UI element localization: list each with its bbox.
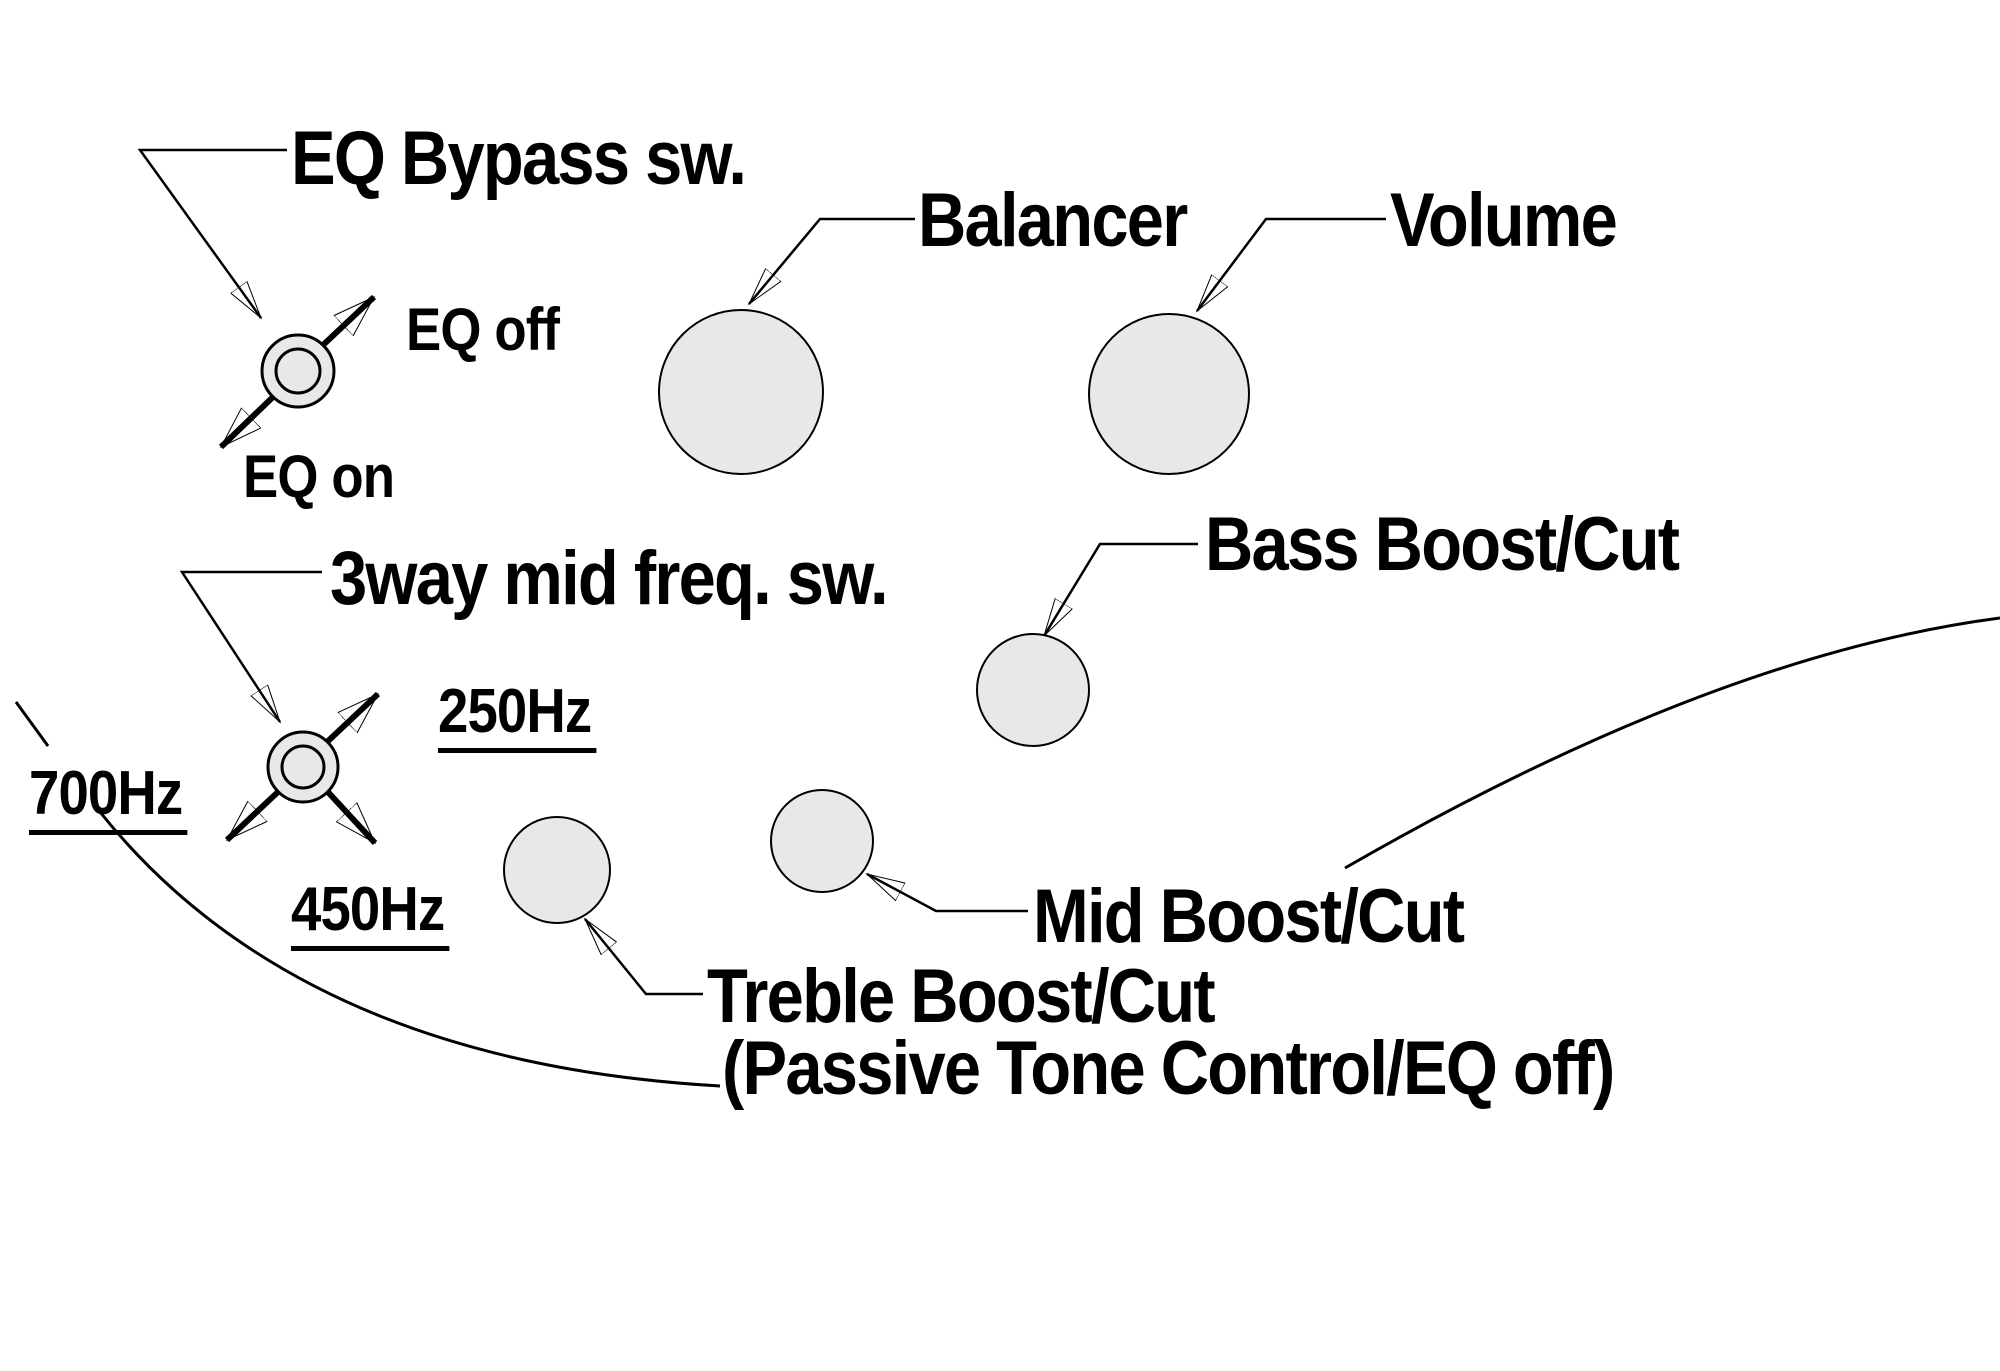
- eq-off-direction-arrow: [319, 294, 377, 349]
- treble-boost-cut-note-label: (Passive Tone Control/EQ off): [722, 1026, 1615, 1111]
- balancer-leader-arrow: [749, 217, 915, 304]
- freq-250hz-label: 250Hz: [438, 681, 597, 753]
- mid-freq-leader-arrow: [179, 570, 322, 722]
- mid-freq-switch-tip: [280, 744, 326, 790]
- bass-boost-cut-knob: [976, 633, 1090, 747]
- volume-knob: [1088, 313, 1250, 475]
- eq-off-label: EQ off: [406, 296, 560, 363]
- freq-450hz-direction-arrow: [324, 788, 378, 846]
- body-edge-curve-left: [98, 811, 721, 1088]
- mid-boost-cut-label: Mid Boost/Cut: [1033, 874, 1465, 959]
- mid-leader-arrow: [867, 872, 1028, 913]
- bass-boost-cut-label: Bass Boost/Cut: [1205, 502, 1680, 587]
- balancer-label: Balancer: [918, 178, 1188, 263]
- body-edge-tick: [14, 701, 50, 747]
- volume-label: Volume: [1390, 178, 1618, 263]
- freq-700hz-direction-arrow: [224, 788, 282, 843]
- mid-boost-cut-knob: [770, 789, 874, 893]
- bass-leader-arrow: [1042, 542, 1198, 636]
- eq-on-label: EQ on: [243, 443, 395, 510]
- treble-boost-cut-knob: [503, 816, 611, 924]
- treble-boost-cut-label: Treble Boost/Cut: [707, 954, 1216, 1039]
- mid-freq-switch-label: 3way mid freq. sw.: [330, 536, 889, 621]
- body-edge-curve-right: [1344, 616, 2000, 870]
- eq-bypass-leader-arrow: [137, 148, 287, 318]
- eq-on-direction-arrow: [218, 393, 277, 450]
- freq-450hz-label: 450Hz: [291, 879, 450, 951]
- balancer-knob: [658, 309, 824, 475]
- freq-700hz-label: 700Hz: [29, 763, 188, 835]
- volume-leader-arrow: [1197, 217, 1386, 311]
- freq-250hz-direction-arrow: [324, 691, 381, 745]
- eq-bypass-switch-label: EQ Bypass sw.: [291, 116, 747, 201]
- eq-bypass-switch-tip: [274, 347, 322, 395]
- treble-leader-arrow: [585, 919, 703, 996]
